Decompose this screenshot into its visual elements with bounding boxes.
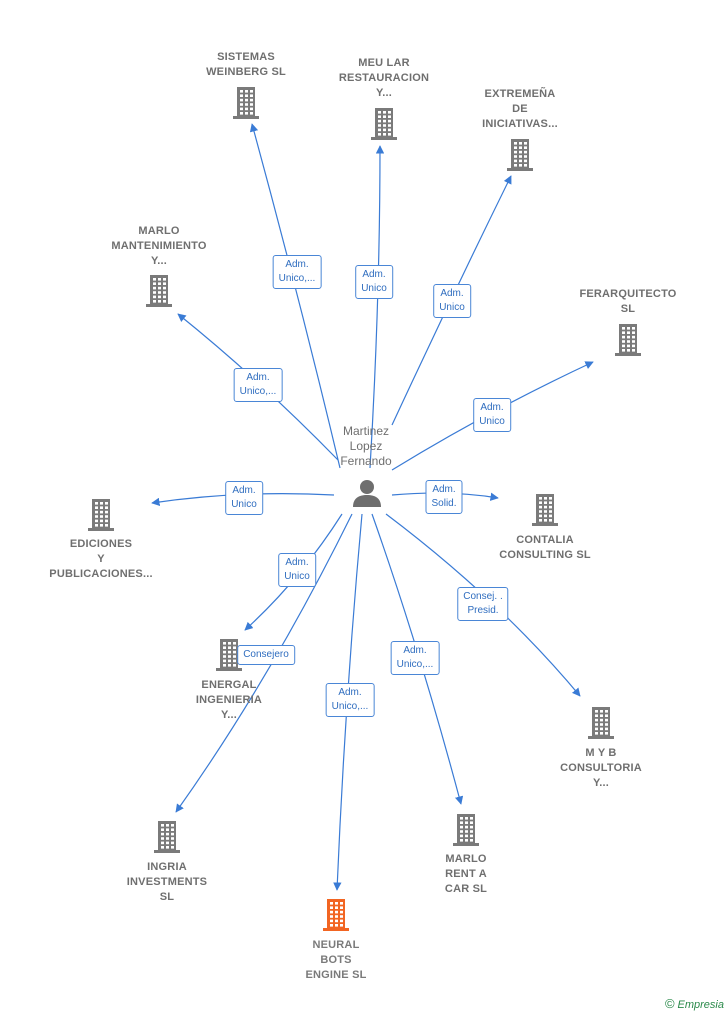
edge-ingria	[175, 513, 353, 813]
relation-label-marlorent[interactable]: Adm. Unico,...	[390, 641, 440, 675]
company-name-marlomant[interactable]: MARLO MANTENIMIENTO Y...	[111, 225, 207, 267]
company-node-ferarquitecto[interactable]	[614, 323, 642, 357]
center-person-name[interactable]: Martinez Lopez Fernando	[340, 424, 392, 468]
company-name-neural[interactable]: NEURAL BOTS ENGINE SL	[305, 939, 367, 981]
company-node-ingria[interactable]	[153, 820, 181, 854]
relation-label-meular[interactable]: Adm. Unico	[355, 265, 393, 299]
relation-label-energal[interactable]: Adm. Unico	[278, 553, 316, 587]
company-node-energal[interactable]	[215, 638, 243, 672]
building-icon	[146, 275, 172, 307]
relation-label-extremena[interactable]: Adm. Unico	[433, 284, 471, 318]
company-name-contalia[interactable]: CONTALIA CONSULTING SL	[499, 534, 591, 561]
building-icon	[588, 707, 614, 739]
building-icon	[371, 108, 397, 140]
relation-label-ediciones[interactable]: Adm. Unico	[225, 481, 263, 515]
building-icon	[233, 87, 259, 119]
company-node-myb[interactable]	[587, 706, 615, 740]
company-node-marlomant[interactable]	[145, 274, 173, 308]
center-person[interactable]	[352, 478, 382, 513]
company-node-sistemas[interactable]	[232, 86, 260, 120]
company-node-contalia[interactable]	[531, 493, 559, 527]
relation-label-sistemas[interactable]: Adm. Unico,...	[272, 255, 322, 289]
company-node-neural[interactable]	[322, 898, 350, 932]
building-icon	[615, 324, 641, 356]
company-name-energal[interactable]: ENERGAL INGENIERIA Y...	[195, 679, 263, 721]
relation-label-contalia[interactable]: Adm. Solid.	[425, 480, 463, 514]
company-name-ingria[interactable]: INGRIA INVESTMENTS SL	[126, 861, 208, 903]
company-name-sistemas[interactable]: SISTEMAS WEINBERG SL	[206, 51, 286, 78]
relation-label-myb[interactable]: Consej. . Presid.	[457, 587, 509, 621]
relation-label-ingria[interactable]: Consejero	[237, 645, 295, 665]
brand-watermark: ©Empresia	[665, 996, 724, 1011]
building-icon	[88, 499, 114, 531]
edge-sistemas	[249, 123, 341, 469]
company-node-ediciones[interactable]	[87, 498, 115, 532]
company-name-ediciones[interactable]: EDICIONES Y PUBLICACIONES...	[49, 538, 153, 580]
building-icon	[323, 899, 349, 931]
building-icon	[216, 639, 242, 671]
relation-label-ferarquitecto[interactable]: Adm. Unico	[473, 398, 511, 432]
person-icon	[353, 480, 381, 507]
building-icon	[453, 814, 479, 846]
copyright-icon: ©	[664, 996, 675, 1011]
relation-label-neural[interactable]: Adm. Unico,...	[325, 683, 375, 717]
building-icon	[532, 494, 558, 526]
edge-meular	[369, 145, 385, 469]
company-node-meular[interactable]	[370, 107, 398, 141]
company-node-marlorent[interactable]	[452, 813, 480, 847]
company-name-marlorent[interactable]: MARLO RENT A CAR SL	[444, 853, 488, 895]
company-name-extremena[interactable]: EXTREMEÑA DE INICIATIVAS...	[482, 88, 558, 130]
building-icon	[154, 821, 180, 853]
company-name-myb[interactable]: M Y B CONSULTORIA Y...	[560, 747, 642, 789]
brand-name: Empresia	[677, 999, 724, 1011]
relation-label-marlomant[interactable]: Adm. Unico,...	[233, 368, 283, 402]
company-name-meular[interactable]: MEU LAR RESTAURACION Y...	[338, 57, 430, 99]
company-name-ferarquitecto[interactable]: FERARQUITECTO SL	[579, 288, 677, 315]
company-node-extremena[interactable]	[506, 138, 534, 172]
building-icon	[507, 139, 533, 171]
